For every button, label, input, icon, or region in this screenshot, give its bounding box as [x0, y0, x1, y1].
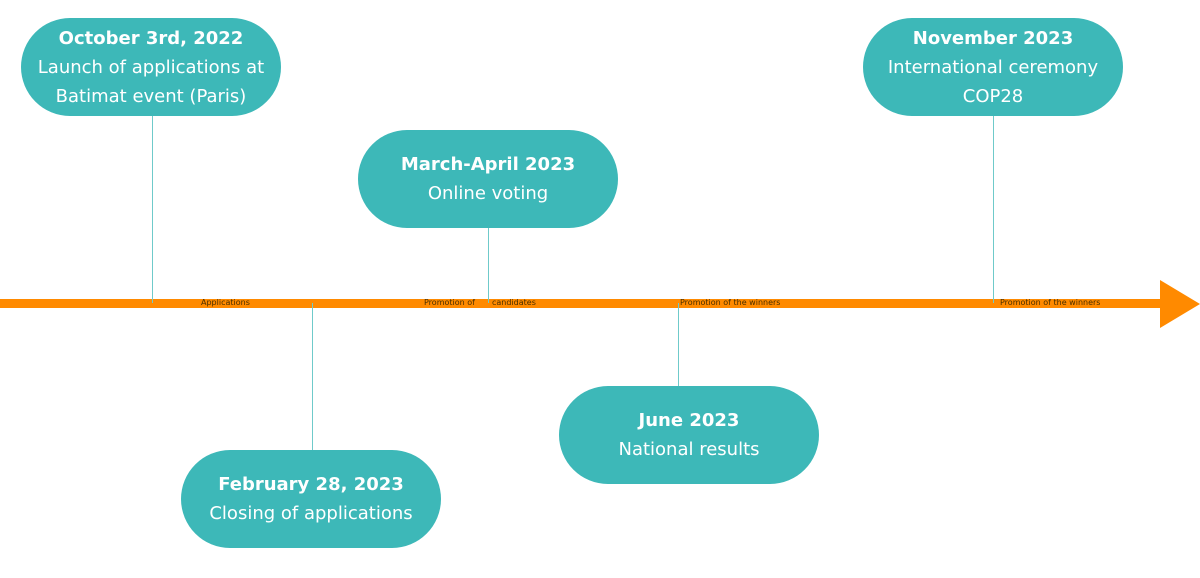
event-june-2023: June 2023 National results [559, 386, 819, 484]
event-date: October 3rd, 2022 [58, 27, 244, 49]
event-october-2022: October 3rd, 2022 Launch of applications… [21, 18, 281, 116]
event-desc: Launch of applications at [37, 56, 265, 78]
phase-label-promotion-winners-1: Promotion of the winners [680, 298, 781, 307]
phase-label-promotion-of: Promotion of [424, 298, 475, 307]
timeline-arrowhead [1160, 280, 1200, 328]
event-date: June 2023 [638, 410, 740, 431]
event-desc: International ceremony [887, 56, 1099, 78]
event-february-2023: February 28, 2023 Closing of application… [181, 450, 441, 548]
event-desc: COP28 [962, 85, 1024, 107]
connector-line [488, 227, 489, 303]
connector-line [152, 116, 153, 303]
event-date: February 28, 2023 [218, 474, 404, 495]
event-desc: Batimat event (Paris) [55, 85, 247, 107]
event-march-april-2023: March-April 2023 Online voting [358, 130, 618, 228]
event-desc: Closing of applications [209, 503, 413, 524]
event-november-2023: November 2023 International ceremony COP… [863, 18, 1123, 116]
timeline-arrow-shaft [0, 299, 1165, 308]
connector-line [678, 303, 679, 386]
event-date: November 2023 [912, 27, 1074, 49]
event-desc: National results [618, 439, 760, 460]
event-desc: Online voting [427, 183, 549, 204]
connector-line [312, 303, 313, 450]
connector-line [993, 116, 994, 303]
phase-label-candidates: candidates [492, 298, 536, 307]
phase-label-promotion-winners-2: Promotion of the winners [1000, 298, 1101, 307]
event-date: March-April 2023 [400, 154, 576, 175]
phase-label-applications: Applications [201, 298, 250, 307]
